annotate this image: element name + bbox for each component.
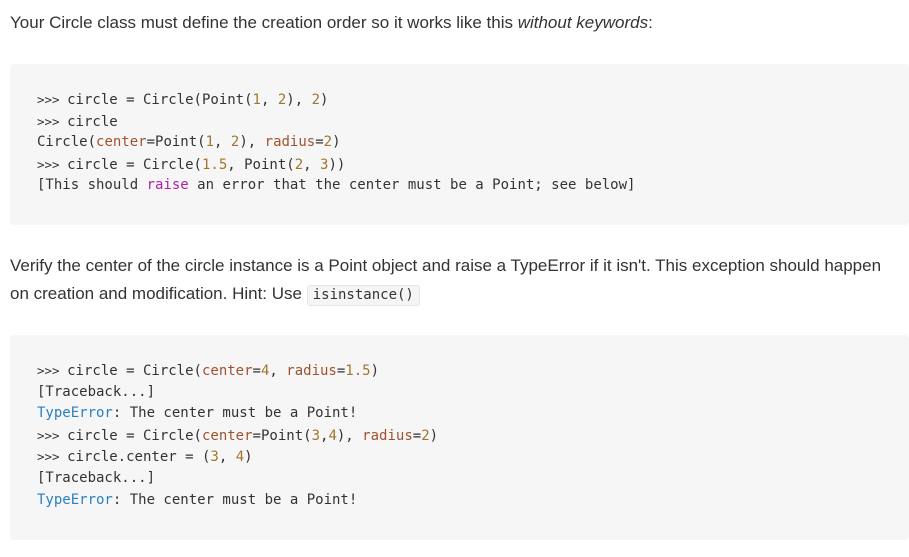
code-line: [This should raise an error that the cen… bbox=[37, 175, 635, 197]
isinstance-inline-code: isinstance() bbox=[306, 285, 420, 306]
code-token: 3 bbox=[320, 156, 329, 173]
code-token: 4 bbox=[235, 449, 245, 466]
code-token: =Point( bbox=[146, 134, 206, 151]
code-token: [This should bbox=[37, 177, 147, 194]
code-token: circle bbox=[67, 113, 118, 130]
code-block-creation: >>> circle = Circle(Point(1, 2), 2)>>> c… bbox=[10, 64, 909, 225]
code-line: TypeError: The center must be a Point! bbox=[37, 403, 438, 425]
code-token: 3 bbox=[210, 449, 219, 466]
code-token: 2 bbox=[421, 427, 430, 444]
code-token: center bbox=[201, 363, 253, 379]
code-line: >>> circle = Circle(center=Point(3,4), r… bbox=[37, 425, 438, 447]
repl-prompt: >>> bbox=[37, 92, 68, 107]
code-token: ) bbox=[332, 134, 341, 151]
code-token: = bbox=[315, 134, 324, 151]
code-token: : The center must be a Point! bbox=[112, 405, 358, 422]
code-line: >>> circle.center = (3, 4) bbox=[37, 446, 438, 468]
repl-prompt: >>> bbox=[37, 427, 68, 443]
code-token: ) bbox=[429, 427, 439, 444]
code-token: , bbox=[269, 363, 287, 379]
repl-prompt: >>> bbox=[37, 449, 68, 465]
verify-text: Verify the center of the circle instance… bbox=[10, 256, 882, 303]
intro-colon: : bbox=[648, 13, 653, 32]
code-token: 1.5 bbox=[201, 156, 228, 173]
code-token: , Point( bbox=[227, 156, 295, 173]
code-token: [Traceback...] bbox=[37, 469, 156, 486]
code-token: ), bbox=[286, 92, 312, 108]
code-token: ), bbox=[336, 427, 363, 444]
code-token: circle = Circle( bbox=[67, 363, 202, 379]
code-token: 2 bbox=[294, 156, 304, 173]
code-token: =Point( bbox=[252, 427, 312, 444]
repl-prompt: >>> bbox=[37, 113, 68, 129]
code-token: = bbox=[252, 363, 261, 379]
code-token: circle.center = ( bbox=[67, 449, 211, 466]
code-token: ) bbox=[244, 449, 253, 466]
code-token: raise bbox=[146, 177, 189, 194]
code-token: an error that the center must be a Point… bbox=[188, 177, 636, 194]
code-block-validation-pre: >>> circle = Circle(center=4, radius=1.5… bbox=[37, 360, 438, 511]
code-block-validation: >>> circle = Circle(center=4, radius=1.5… bbox=[10, 335, 909, 540]
code-token: 4 bbox=[260, 363, 270, 379]
intro-emphasis: without keywords bbox=[517, 13, 649, 32]
code-token: 2 bbox=[311, 92, 321, 108]
code-token: TypeError bbox=[37, 405, 113, 422]
repl-prompt: >>> bbox=[37, 363, 68, 378]
code-token: , bbox=[260, 92, 278, 108]
verify-paragraph: Verify the center of the circle instance… bbox=[10, 252, 900, 309]
code-token: 1 bbox=[205, 134, 215, 151]
code-token: , bbox=[303, 156, 320, 173]
code-token: ) bbox=[320, 92, 329, 108]
code-token: , bbox=[218, 449, 236, 466]
code-line: TypeError: The center must be a Point! bbox=[37, 490, 438, 512]
code-token: circle = Circle( bbox=[67, 156, 202, 173]
code-token: 1.5 bbox=[345, 363, 371, 379]
code-token: = bbox=[336, 363, 346, 379]
code-token: radius bbox=[264, 134, 316, 151]
intro-text: Your Circle class must define the creati… bbox=[10, 13, 518, 32]
code-token: , bbox=[214, 134, 231, 151]
code-line: Circle(center=Point(1, 2), radius=2) bbox=[37, 132, 635, 154]
code-token: 2 bbox=[277, 92, 287, 108]
code-line: >>> circle = Circle(Point(1, 2), 2) bbox=[37, 89, 635, 111]
code-token: ) bbox=[370, 363, 380, 379]
code-token: center bbox=[201, 427, 253, 444]
code-token: TypeError bbox=[37, 491, 113, 508]
code-token: Circle( bbox=[37, 134, 97, 151]
code-token: )) bbox=[328, 156, 346, 173]
code-token: circle = Circle( bbox=[67, 427, 202, 444]
code-line: [Traceback...] bbox=[37, 382, 438, 404]
code-token: 2 bbox=[230, 134, 240, 151]
code-token: radius bbox=[362, 427, 413, 444]
intro-paragraph: Your Circle class must define the creati… bbox=[10, 9, 653, 37]
code-token: radius bbox=[286, 363, 337, 379]
repl-prompt: >>> bbox=[37, 156, 68, 172]
code-line: >>> circle = Circle(1.5, Point(2, 3)) bbox=[37, 154, 635, 176]
code-token: 1 bbox=[252, 92, 261, 108]
code-line: >>> circle = Circle(center=4, radius=1.5… bbox=[37, 360, 438, 382]
code-token: : The center must be a Point! bbox=[112, 491, 358, 508]
code-token: circle = Circle(Point( bbox=[67, 92, 253, 108]
code-line: [Traceback...] bbox=[37, 468, 438, 490]
code-token: 2 bbox=[323, 134, 333, 151]
code-token: = bbox=[412, 427, 422, 444]
code-line: >>> circle bbox=[37, 111, 635, 133]
code-block-creation-pre: >>> circle = Circle(Point(1, 2), 2)>>> c… bbox=[37, 89, 635, 197]
code-token: , bbox=[320, 427, 329, 444]
code-token: center bbox=[96, 134, 147, 151]
code-token: 3 bbox=[311, 427, 320, 444]
code-token: 4 bbox=[328, 427, 337, 444]
code-token: ), bbox=[239, 134, 265, 151]
code-token: [Traceback...] bbox=[37, 383, 156, 400]
